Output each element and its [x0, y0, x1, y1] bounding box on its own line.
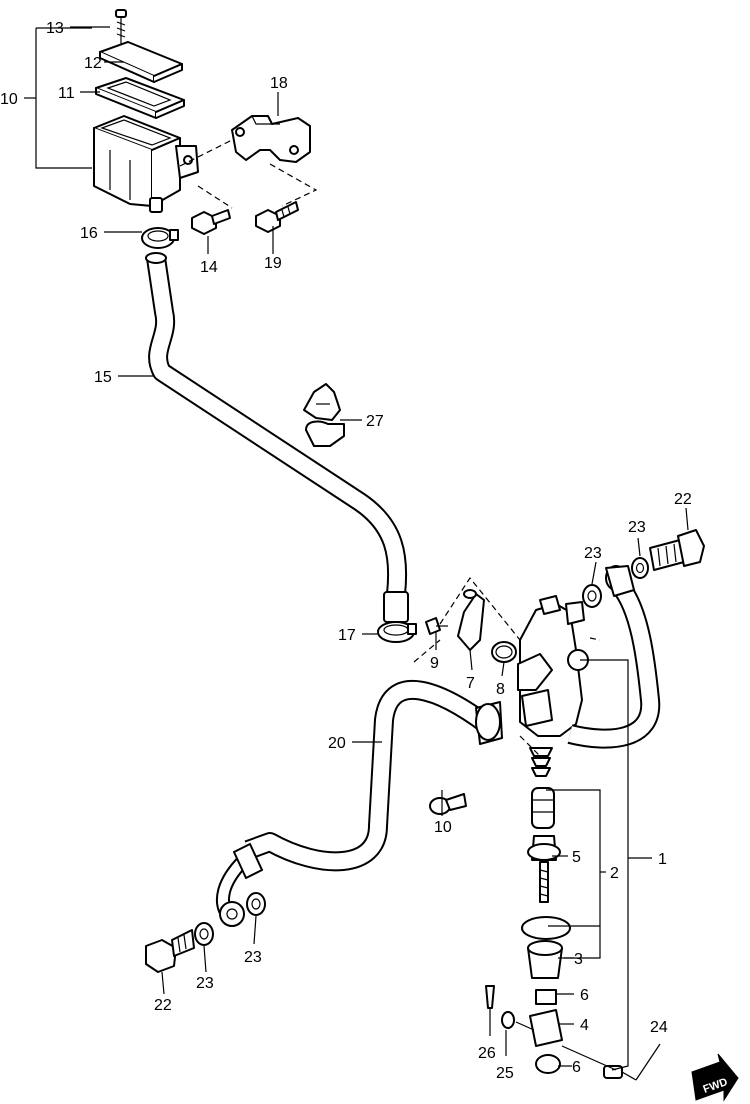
mounting-bracket	[231, 115, 311, 163]
callout-27: 27	[366, 413, 384, 430]
callout-5: 5	[572, 849, 581, 866]
callout-25: 25	[496, 1065, 514, 1082]
callout-20: 19	[264, 255, 282, 272]
banjo-bolt-22-left	[145, 929, 195, 973]
callout-21: 20	[328, 735, 346, 752]
callout-24: 24	[650, 1019, 668, 1036]
callout-labels: 13 12 11 10 18 16 14 19 15 27 22 23 23 1…	[0, 20, 692, 1082]
washer-23-right	[631, 557, 649, 579]
reservoir-hose	[145, 252, 408, 596]
callout-19: 18	[270, 75, 288, 92]
callout-4: 4	[580, 1017, 589, 1034]
washer-23-right-upper	[582, 584, 602, 608]
callout-3: 3	[574, 951, 583, 968]
callout-15: 14	[200, 259, 218, 276]
callout-23-right-upper: 23	[584, 545, 602, 562]
bolt-20	[255, 201, 299, 233]
hose-clamp-27	[303, 383, 345, 447]
callout-26: 26	[478, 1045, 496, 1062]
brake-hose-right	[567, 529, 705, 749]
callout-16: 15	[94, 369, 112, 386]
o-ring-8	[491, 641, 517, 663]
callout-18: 17	[338, 627, 356, 644]
callout-6-lower: 6	[572, 1059, 581, 1076]
callout-14: 13	[46, 20, 64, 37]
callout-22-right: 22	[674, 491, 692, 508]
reservoir-tank	[93, 115, 199, 213]
reservoir-diaphragm	[95, 77, 185, 119]
callout-13: 12	[84, 55, 102, 72]
callout-12: 11	[58, 85, 75, 102]
callout-11: 10	[0, 91, 18, 108]
reservoir-cap	[99, 41, 183, 83]
master-cylinder-internals	[485, 747, 637, 1081]
hose-clamp-17	[141, 227, 179, 249]
banjo-fitting-left	[219, 901, 245, 927]
callout-8: 8	[496, 681, 505, 698]
master-cylinder-body	[517, 595, 601, 757]
callout-23-left-b: 23	[244, 949, 262, 966]
screw-10	[429, 793, 467, 815]
bracket-11-group-line	[24, 27, 92, 169]
reservoir-screw	[115, 9, 127, 44]
fwd-direction-badge: FWD	[691, 1053, 739, 1102]
washer-23-left-b	[246, 892, 266, 916]
callout-10: 10	[434, 819, 452, 836]
hose-clamp-18	[377, 591, 417, 643]
bolt-15	[191, 209, 231, 235]
screw-9	[425, 617, 448, 635]
callout-1: 1	[658, 851, 667, 868]
callout-7: 7	[466, 675, 475, 692]
callout-23-right: 23	[628, 519, 646, 536]
washer-23-left-a	[194, 922, 214, 946]
callout-2: 2	[610, 865, 619, 882]
callout-6-upper: 6	[580, 987, 589, 1004]
inlet-elbow	[457, 589, 485, 651]
leader-lines	[70, 26, 689, 1081]
callout-17: 16	[80, 225, 98, 242]
callout-9: 9	[430, 655, 439, 672]
callout-22-left: 22	[154, 997, 172, 1014]
callout-23-left-a: 23	[196, 975, 214, 992]
